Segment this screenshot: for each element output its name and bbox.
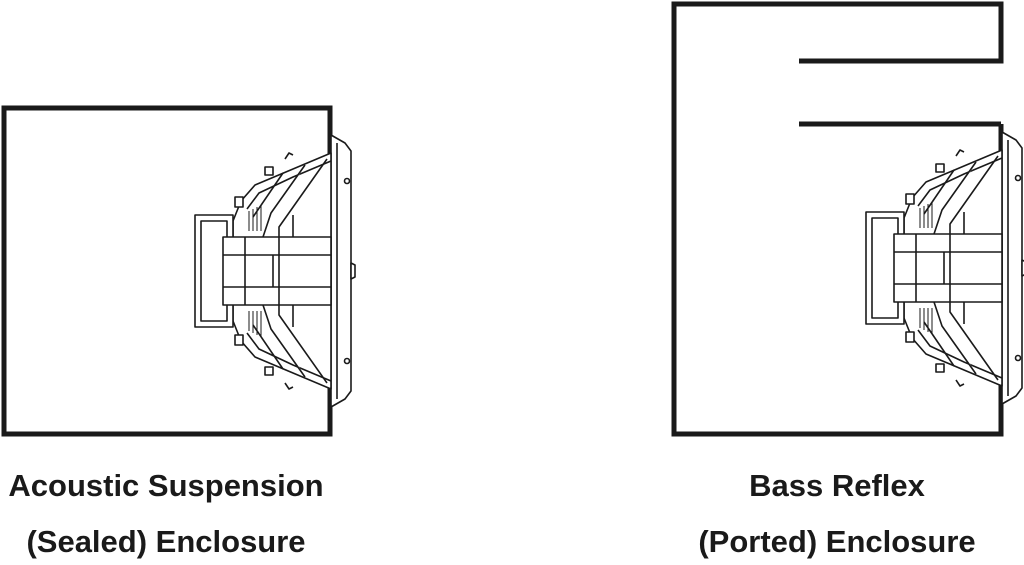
ported-caption-line2: (Ported) Enclosure bbox=[698, 524, 976, 559]
ported-enclosure bbox=[671, 1, 1024, 437]
speaker-driver-icon bbox=[866, 132, 1024, 404]
sealed-enclosure bbox=[1, 105, 356, 437]
speaker-driver-icon bbox=[194, 134, 356, 408]
sealed-caption-line1: Acoustic Suspension bbox=[8, 468, 324, 503]
ported-caption-line1: Bass Reflex bbox=[749, 468, 925, 503]
sealed-caption-line2: (Sealed) Enclosure bbox=[26, 524, 306, 559]
